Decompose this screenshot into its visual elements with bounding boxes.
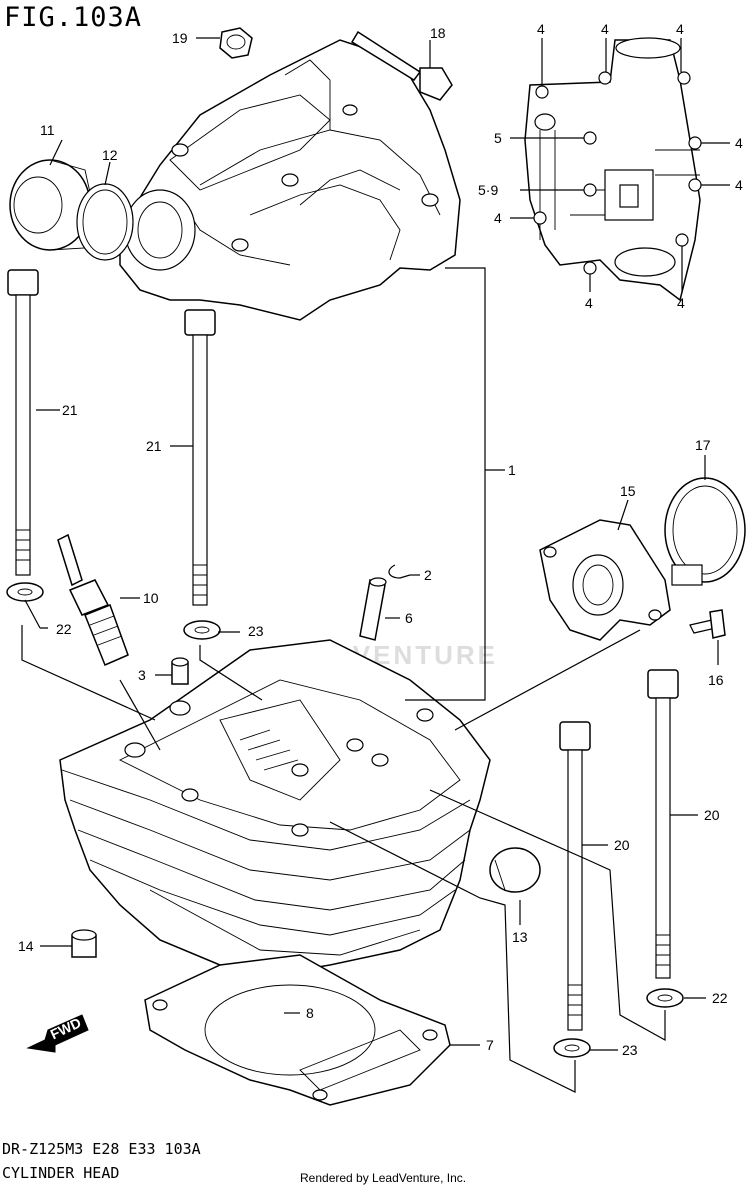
callout-21a: 21 (62, 402, 78, 418)
part-3-dowel-pin[interactable] (171, 657, 189, 685)
part-14-dowel-pin[interactable] (71, 929, 97, 958)
cylinder-head-cover[interactable] (119, 39, 461, 321)
callout-11: 11 (40, 122, 55, 138)
render-credit: Rendered by LeadVenture, Inc. (300, 1171, 467, 1185)
callout-12: 12 (102, 147, 118, 163)
callout-4f: 4 (677, 295, 685, 311)
callout-23a: 23 (248, 623, 264, 639)
callout-4d: 4 (494, 210, 502, 226)
callout-4a: 4 (537, 21, 545, 37)
callout-2: 2 (424, 567, 432, 583)
callout-20a: 20 (704, 807, 720, 823)
part-6-valve-guide[interactable] (359, 577, 387, 641)
section-name: CYLINDER HEAD (2, 1164, 120, 1182)
callout-17: 17 (695, 437, 711, 453)
callout-7: 7 (486, 1037, 494, 1053)
callout-14: 14 (18, 938, 34, 954)
callout-13: 13 (512, 929, 528, 945)
part-21-stud-bolt-right[interactable] (184, 309, 216, 606)
part-1-cylinder-head[interactable] (59, 639, 491, 976)
callout-1: 1 (508, 462, 516, 478)
callout-15: 15 (620, 483, 636, 499)
part-7-gasket[interactable] (144, 954, 451, 1106)
callout-16: 16 (708, 672, 724, 688)
part-15-intake-pipe[interactable] (539, 519, 671, 641)
part-20-bolt-right[interactable] (647, 669, 679, 979)
part-2-clip[interactable] (388, 564, 411, 579)
callout-19: 19 (172, 30, 188, 46)
model-code: DR-Z125M3 E28 E33 103A (2, 1140, 201, 1158)
callout-8: 8 (306, 1005, 314, 1021)
part-10-spark-plug[interactable] (57, 533, 129, 666)
callout-18: 18 (430, 25, 446, 41)
callout-3: 3 (138, 667, 146, 683)
part-22-washer-right[interactable] (646, 988, 684, 1008)
part-21-stud-bolt-left[interactable] (7, 269, 39, 576)
part-12-o-ring[interactable] (76, 183, 134, 261)
callout-23b: 23 (622, 1042, 638, 1058)
callout-4g: 4 (735, 135, 743, 151)
callout-6: 6 (405, 610, 413, 626)
part-13-plug[interactable] (489, 847, 541, 893)
part-17-clamp[interactable] (664, 477, 746, 586)
part-20-bolt-left[interactable] (559, 721, 591, 1031)
figure-title: FIG.103A (4, 2, 143, 33)
callout-5: 5 (494, 130, 502, 146)
callout-21b: 21 (146, 438, 162, 454)
callout-4b: 4 (601, 21, 609, 37)
part-22-washer-left[interactable] (6, 582, 44, 602)
cover-top-view (524, 37, 702, 302)
callout-10: 10 (143, 590, 159, 606)
callout-4e: 4 (585, 295, 593, 311)
callout-22b: 22 (712, 990, 728, 1006)
part-16-screw[interactable] (689, 609, 726, 639)
callout-4c: 4 (676, 21, 684, 37)
fwd-arrow-icon: FWD (26, 1014, 89, 1053)
callout-22a: 22 (56, 621, 72, 637)
part-23-washer-left[interactable] (183, 620, 221, 640)
callout-20b: 20 (614, 837, 630, 853)
part-19-plug[interactable] (219, 27, 253, 59)
part-23-washer-right[interactable] (553, 1038, 591, 1058)
leader-lines (21, 37, 730, 1093)
part-18-bolt[interactable] (350, 30, 453, 101)
callout-4h: 4 (735, 177, 743, 193)
callout-5-9: 5·9 (478, 182, 498, 198)
callout-numbers: 11 12 19 18 21 21 10 22 23 3 2 6 1 13 14… (18, 21, 743, 1058)
